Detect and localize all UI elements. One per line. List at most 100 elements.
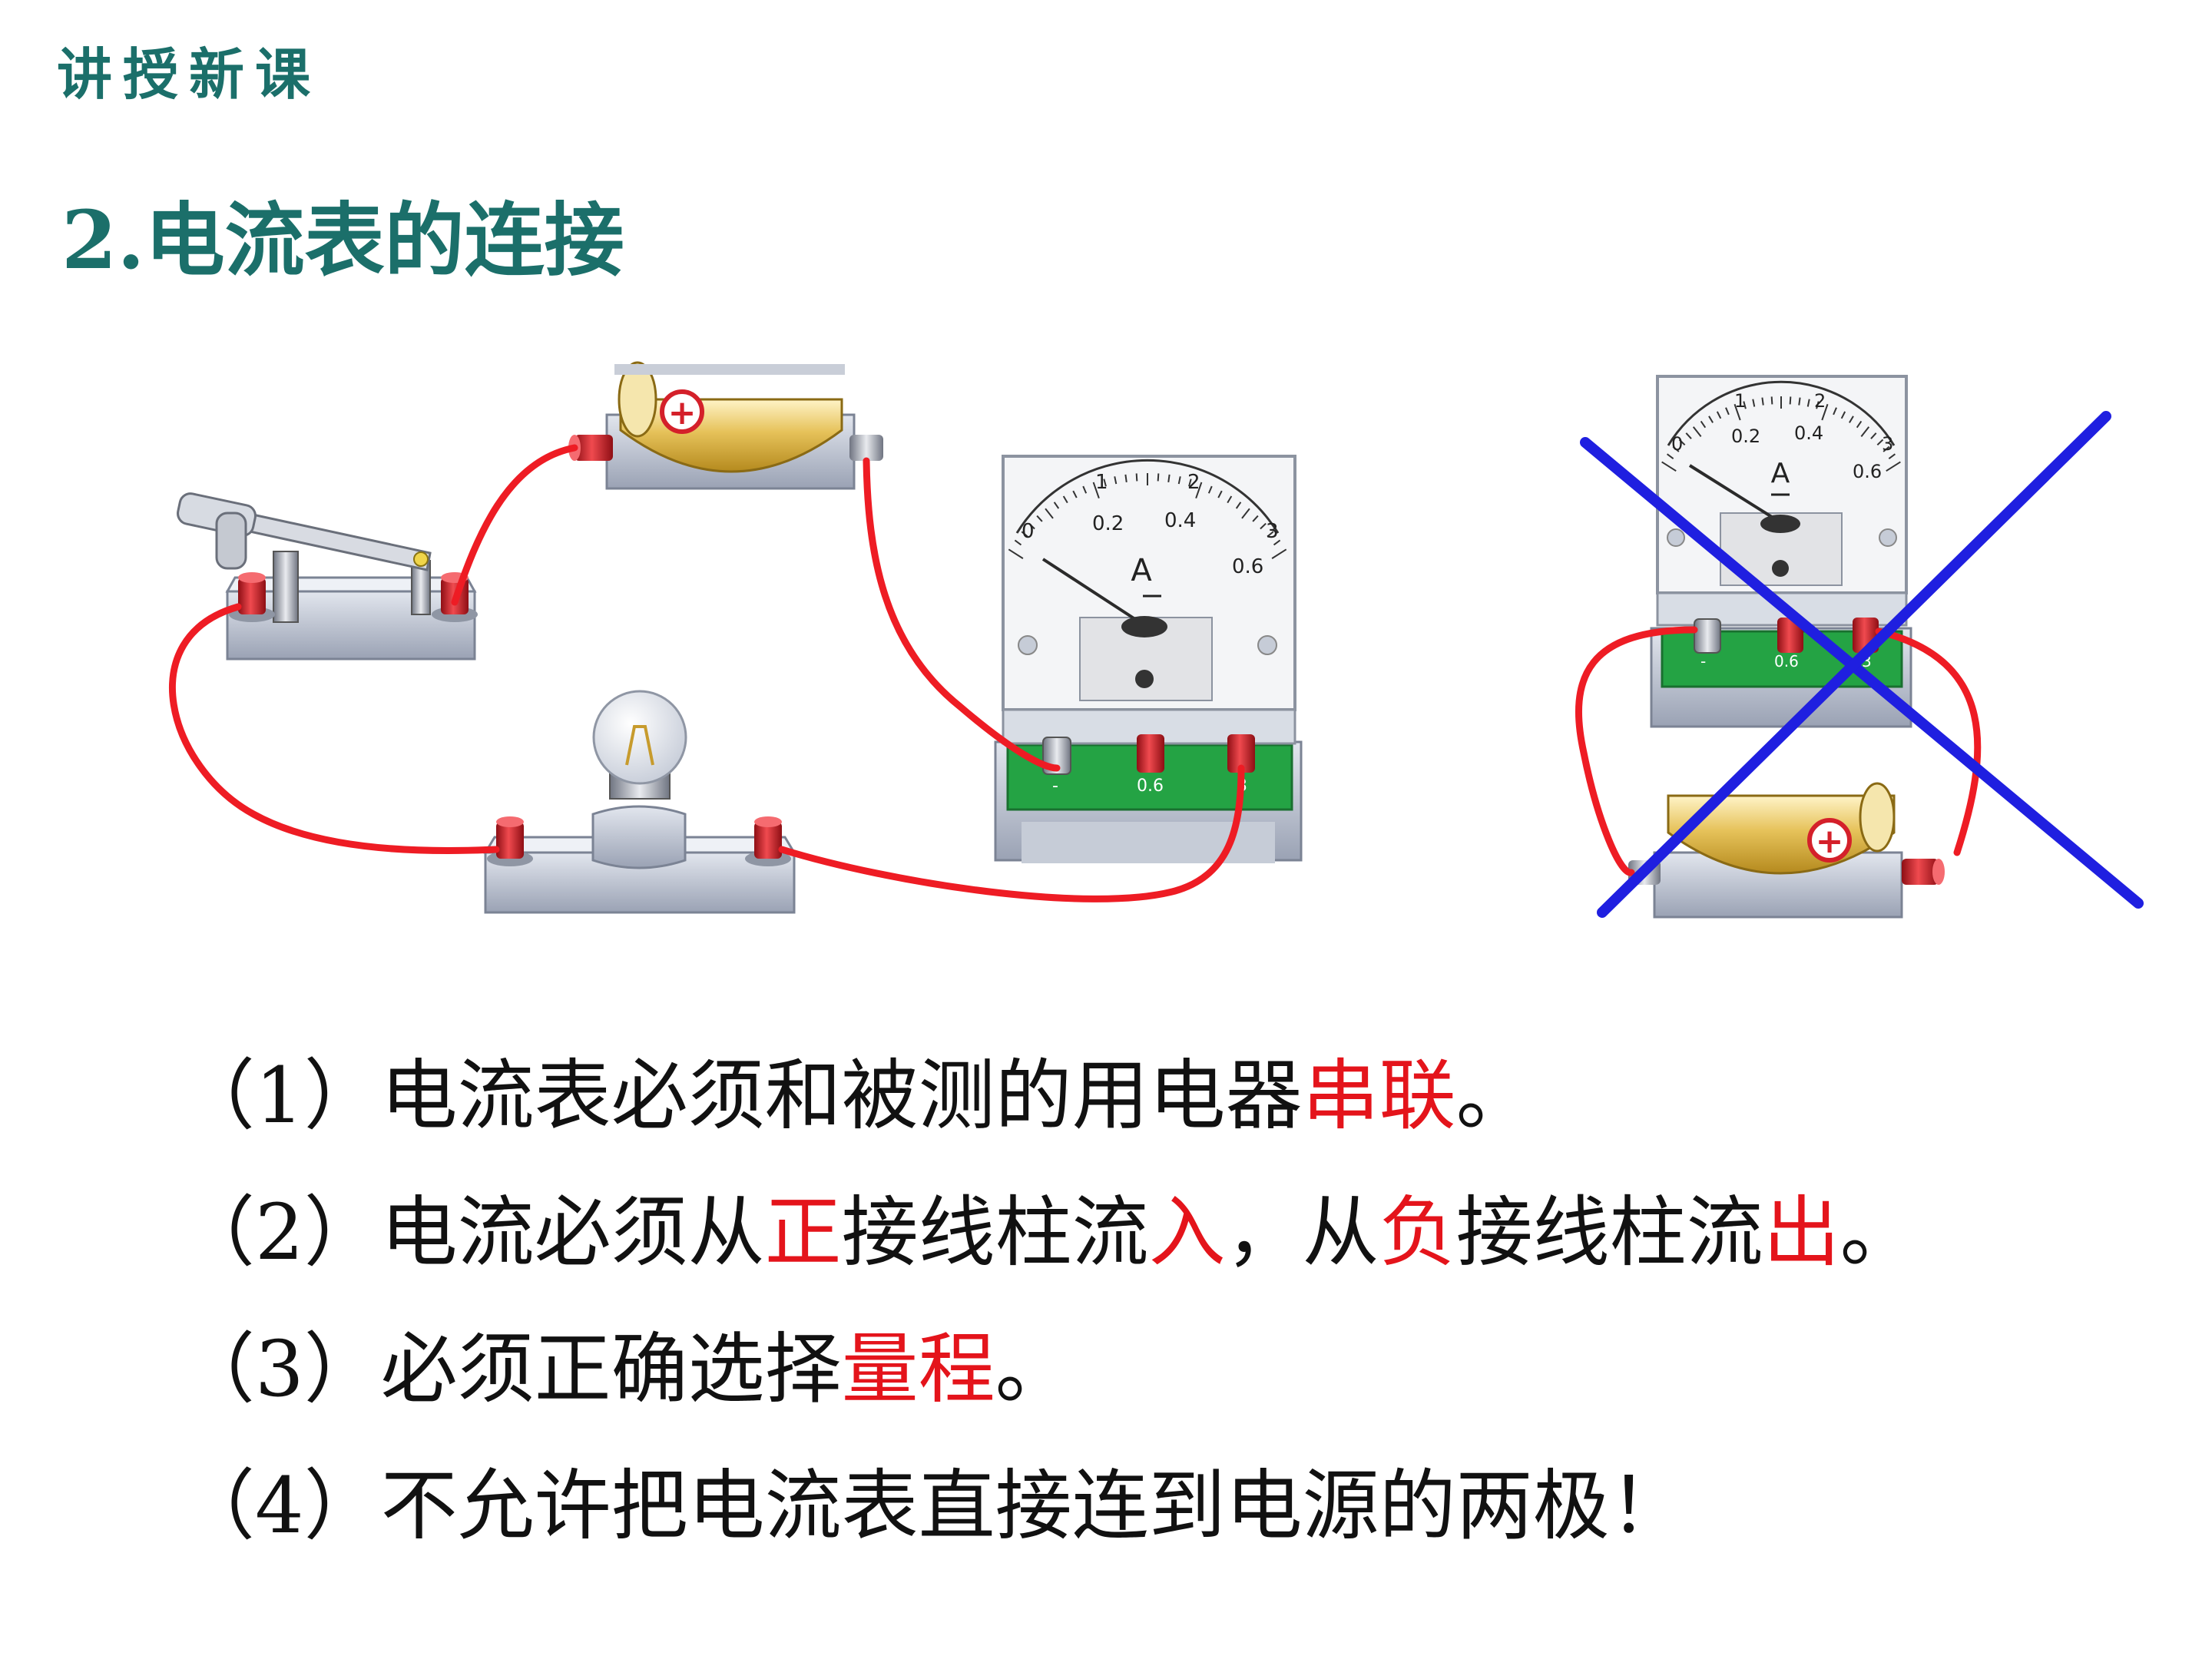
tick-mark xyxy=(1114,476,1118,485)
tick-mark xyxy=(1667,453,1674,459)
scale-left-2: 2 xyxy=(1187,471,1200,494)
scale-left-04: 0.4 xyxy=(1164,509,1196,532)
terminal-battery-bottom-red xyxy=(1902,859,1945,885)
wires-left xyxy=(169,444,1245,902)
tick-mark xyxy=(1273,539,1281,546)
tick-mark xyxy=(1235,502,1242,509)
tick-mark xyxy=(1008,548,1024,559)
battery-plus-icon: + xyxy=(668,393,697,432)
scale-right-02: 0.2 xyxy=(1731,426,1760,447)
tick-mark xyxy=(1252,515,1259,522)
tick-mark xyxy=(1821,403,1829,421)
scale-left-02: 0.2 xyxy=(1092,512,1124,535)
scale-right-04: 0.4 xyxy=(1794,422,1823,444)
tick-mark xyxy=(1260,522,1267,530)
tick-mark xyxy=(1816,401,1820,409)
tick-mark xyxy=(1021,531,1028,538)
scale-right-3: 3 xyxy=(1882,433,1893,455)
battery-bottom: + xyxy=(1653,782,1903,919)
tick-mark xyxy=(1053,502,1060,509)
tick-mark xyxy=(1045,508,1054,519)
scale-left-0: 0 xyxy=(1022,520,1035,543)
ammeter-right-unit: A xyxy=(1771,458,1790,489)
tick-mark xyxy=(1770,396,1773,405)
ammeter-left-ticks xyxy=(1008,473,1287,559)
terminal-switch-left xyxy=(229,572,275,622)
tick-mark xyxy=(1883,445,1890,452)
tick-mark xyxy=(1092,482,1100,499)
ammeter-right: 0 1 2 3 0.2 0.4 0.6 A - 0.6 3 xyxy=(1650,375,1912,728)
tick-mark xyxy=(1708,416,1714,423)
tick-mark xyxy=(1082,485,1088,494)
tick-mark xyxy=(1207,485,1213,494)
tick-mark xyxy=(1124,474,1128,482)
battery-bottom-plus-icon: + xyxy=(1816,822,1844,861)
tick-mark xyxy=(1678,439,1686,446)
point-4: （4）不允许把电流表直接连到电源的两极！ xyxy=(178,1461,1687,1551)
tick-mark xyxy=(1241,508,1250,519)
ammeter-right-ticks xyxy=(1661,396,1901,472)
tick-mark xyxy=(1014,539,1022,546)
key-points: （1）电流表必须和被测的用电器串联。 （2）电流必须从正接线柱流入，从负接线柱流… xyxy=(178,1028,1917,1575)
cross-mark-icon xyxy=(1580,411,2144,918)
tick-mark xyxy=(1072,490,1078,498)
point-2: （2）电流必须从正接线柱流入，从负接线柱流出。 xyxy=(178,1187,1917,1277)
wires-right xyxy=(1575,626,1982,876)
ammeter-left-term-neg: - xyxy=(1052,777,1058,796)
tick-mark xyxy=(1860,426,1870,437)
tick-mark xyxy=(1833,407,1837,416)
terminal-lamp-left xyxy=(487,816,533,866)
slide-title: 2.电流表的连接 xyxy=(61,193,624,287)
scale-right-2: 2 xyxy=(1814,390,1826,412)
tick-mark xyxy=(1806,399,1810,407)
scale-left-1: 1 xyxy=(1095,471,1108,494)
tick-mark xyxy=(1195,482,1203,499)
ammeter-left-term-06: 0.6 xyxy=(1137,777,1164,796)
tick-mark xyxy=(1028,522,1035,530)
tick-mark xyxy=(1672,445,1680,452)
tick-mark xyxy=(1103,478,1107,487)
tick-mark xyxy=(1685,432,1692,439)
tick-mark xyxy=(1692,426,1702,437)
tick-mark xyxy=(1036,515,1043,522)
tick-mark xyxy=(1752,399,1756,407)
tick-mark xyxy=(1789,396,1792,405)
tick-mark xyxy=(1886,461,1901,472)
tick-mark xyxy=(1062,495,1068,504)
tick-mark xyxy=(1177,476,1181,485)
knife-switch xyxy=(177,492,477,661)
scale-left-3: 3 xyxy=(1266,520,1279,543)
tick-mark xyxy=(1798,397,1801,406)
tick-mark xyxy=(1188,478,1192,487)
battery-top: + xyxy=(605,361,856,490)
lamp xyxy=(483,690,796,914)
terminal-battery-top-red xyxy=(568,435,613,461)
scale-right-06: 0.6 xyxy=(1853,461,1882,482)
tick-mark xyxy=(1734,403,1741,421)
scale-left-06: 0.6 xyxy=(1232,555,1263,578)
ammeter-left: 0 1 2 3 0.2 0.4 0.6 A - 0.6 3 xyxy=(994,455,1303,863)
ammeter-right-term-neg: - xyxy=(1700,652,1706,671)
ammeter-right-term-06: 0.6 xyxy=(1774,652,1799,671)
tick-mark xyxy=(1761,397,1764,406)
tick-mark xyxy=(1267,531,1274,538)
tick-mark xyxy=(1876,439,1884,446)
tick-mark xyxy=(1725,407,1730,416)
point-3: （3）必须正确选择量程。 xyxy=(178,1324,1072,1414)
terminal-lamp-right xyxy=(745,816,791,866)
scale-right-0: 0 xyxy=(1671,433,1683,455)
tick-mark xyxy=(1271,548,1287,559)
scale-right-1: 1 xyxy=(1734,390,1746,412)
tick-mark xyxy=(1661,461,1677,472)
section-tag: 讲授新课 xyxy=(57,42,322,107)
tick-mark xyxy=(1743,401,1747,409)
tick-mark xyxy=(1870,432,1877,439)
tick-mark xyxy=(1888,453,1896,459)
tick-mark xyxy=(1217,490,1223,498)
point-1: （1）电流表必须和被测的用电器串联。 xyxy=(178,1051,1533,1141)
tick-mark xyxy=(1716,411,1722,419)
tick-mark xyxy=(1167,474,1171,482)
ammeter-left-unit: A xyxy=(1131,553,1152,588)
tick-mark xyxy=(1840,411,1846,419)
